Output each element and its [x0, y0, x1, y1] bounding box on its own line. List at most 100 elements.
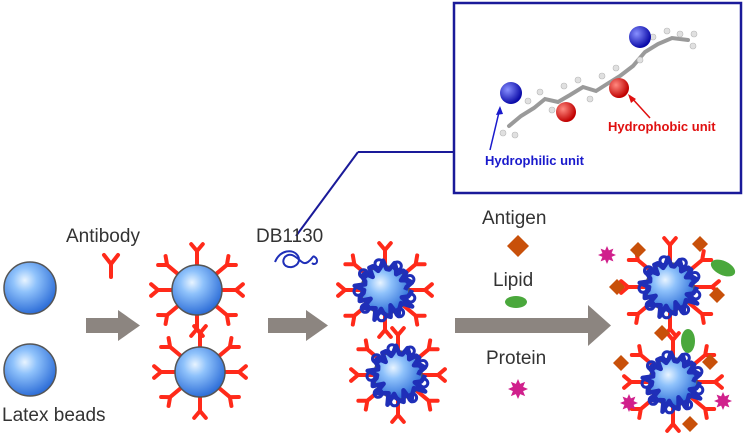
db1130-polymer-loop — [647, 394, 659, 406]
antibody — [159, 336, 185, 360]
molecule-backbone — [507, 35, 690, 128]
db1130-polymer-loop — [405, 292, 417, 304]
bound-antigen — [692, 236, 708, 252]
bound-protein — [714, 392, 732, 410]
bound-antigen — [630, 242, 646, 258]
db1130-polymer-loop — [679, 352, 691, 364]
antibody-bead-top — [171, 264, 223, 316]
antibody — [189, 242, 205, 269]
lipid-label: Lipid — [493, 270, 534, 291]
antibody — [156, 254, 182, 278]
db1130-polymer-loop — [693, 384, 705, 396]
db1130-polymer-loop — [689, 271, 701, 282]
antibody — [401, 303, 427, 327]
molecule-hydrogens — [499, 27, 698, 139]
db1130-polymer-loop — [646, 360, 657, 372]
antibody — [212, 254, 238, 278]
antigen-label: Antigen — [482, 208, 547, 229]
antibody — [156, 302, 182, 326]
db1130-polymer-loop — [682, 399, 694, 411]
db1130-polymer-loop — [394, 307, 406, 319]
db1130-polymer-loop — [417, 359, 429, 370]
antibody — [215, 336, 241, 360]
antibody — [218, 282, 245, 298]
hydrophobic-atom-left — [556, 102, 576, 122]
antibody-label: Antibody — [66, 226, 140, 247]
db1130-polymer-loop — [376, 311, 388, 323]
db1130-polymer-loop — [389, 396, 401, 408]
antibody — [192, 393, 208, 420]
db1130-legend-icon — [274, 250, 319, 269]
db1130-polymer-loop — [404, 274, 416, 285]
db1130-polymer-loop — [664, 403, 676, 415]
hydrophobic-pointer-head — [628, 94, 636, 103]
antibody — [159, 384, 185, 408]
bound-lipid — [710, 259, 736, 277]
db1130-polymer-loop — [359, 302, 371, 314]
molecule-inset — [295, 1, 743, 237]
hydrophilic-pointer — [489, 107, 501, 151]
db1130-polymer-loop — [661, 350, 673, 362]
antibody — [221, 364, 248, 380]
antibody — [629, 344, 657, 369]
db1130-polymer-loop — [640, 377, 652, 389]
antibody — [152, 364, 179, 380]
latex-beads-label: Latex beads — [2, 405, 106, 426]
db1130-polymer-loop — [692, 366, 704, 377]
db1130-polymer-loop — [676, 257, 688, 269]
bound-antigen — [682, 416, 698, 432]
antibody-bead-bottom — [174, 346, 226, 398]
final-beads — [598, 236, 736, 433]
latex-bead-top — [3, 261, 57, 315]
antibody — [619, 279, 648, 295]
db1130-polymer-loop — [391, 260, 403, 272]
latex-bead-bottom — [3, 343, 57, 397]
db1130-polymer-loop — [644, 299, 656, 311]
bound-protein — [598, 246, 616, 264]
arrow-3 — [455, 305, 611, 346]
hydrophilic-atom-right — [629, 26, 651, 48]
antibody-coated-beads — [149, 242, 248, 420]
antibody — [622, 374, 651, 390]
db1130-polymer-loop — [637, 282, 649, 294]
bound-antigen — [654, 325, 670, 341]
db1130-polymer-loop — [658, 255, 670, 267]
protein-legend-icon — [508, 379, 528, 399]
db1130-polymer-loop — [661, 308, 673, 320]
db1130-polymer-loop — [690, 289, 702, 301]
db1130-polymer-loop — [404, 345, 416, 357]
bound-antigen — [702, 354, 718, 370]
arrow-2 — [268, 310, 328, 341]
db1130-polymer-loop — [365, 370, 377, 382]
bound-antigen — [709, 287, 725, 303]
hydrophilic-atom-left — [500, 82, 522, 104]
bound-lipid — [681, 329, 695, 353]
antibody — [689, 395, 717, 420]
db1130-wrapped-beads — [336, 241, 447, 424]
lipid-legend-icon — [505, 296, 527, 308]
db1130-polymer-loop — [679, 304, 691, 316]
hydrophilic-pointer-head — [496, 106, 503, 115]
db1130-polymer-loop — [358, 268, 369, 280]
db1130-polymer-loop — [407, 392, 419, 404]
antigen-legend-icon — [507, 235, 529, 257]
db1130-polymer-loop — [371, 353, 382, 365]
antibody-legend-icon — [102, 253, 120, 279]
arrow-1 — [86, 310, 140, 341]
db1130-polymer-loop — [418, 377, 430, 389]
inset-connector-diagonal — [295, 151, 359, 237]
db1130-polymer-loop — [373, 258, 385, 270]
protein-label: Protein — [486, 348, 547, 369]
hydrophobic-atom-right — [609, 78, 629, 98]
bound-antigen — [613, 355, 629, 371]
db1130-polymer-loop — [372, 387, 384, 399]
db1130-label: DB1130 — [256, 226, 324, 247]
antibody — [149, 282, 176, 298]
bound-protein — [620, 394, 638, 412]
db1130-polymer-loop — [352, 285, 364, 297]
antibody — [686, 300, 714, 325]
antibody — [414, 388, 440, 412]
latex-beads-stage — [3, 261, 57, 397]
antibody — [212, 302, 238, 326]
